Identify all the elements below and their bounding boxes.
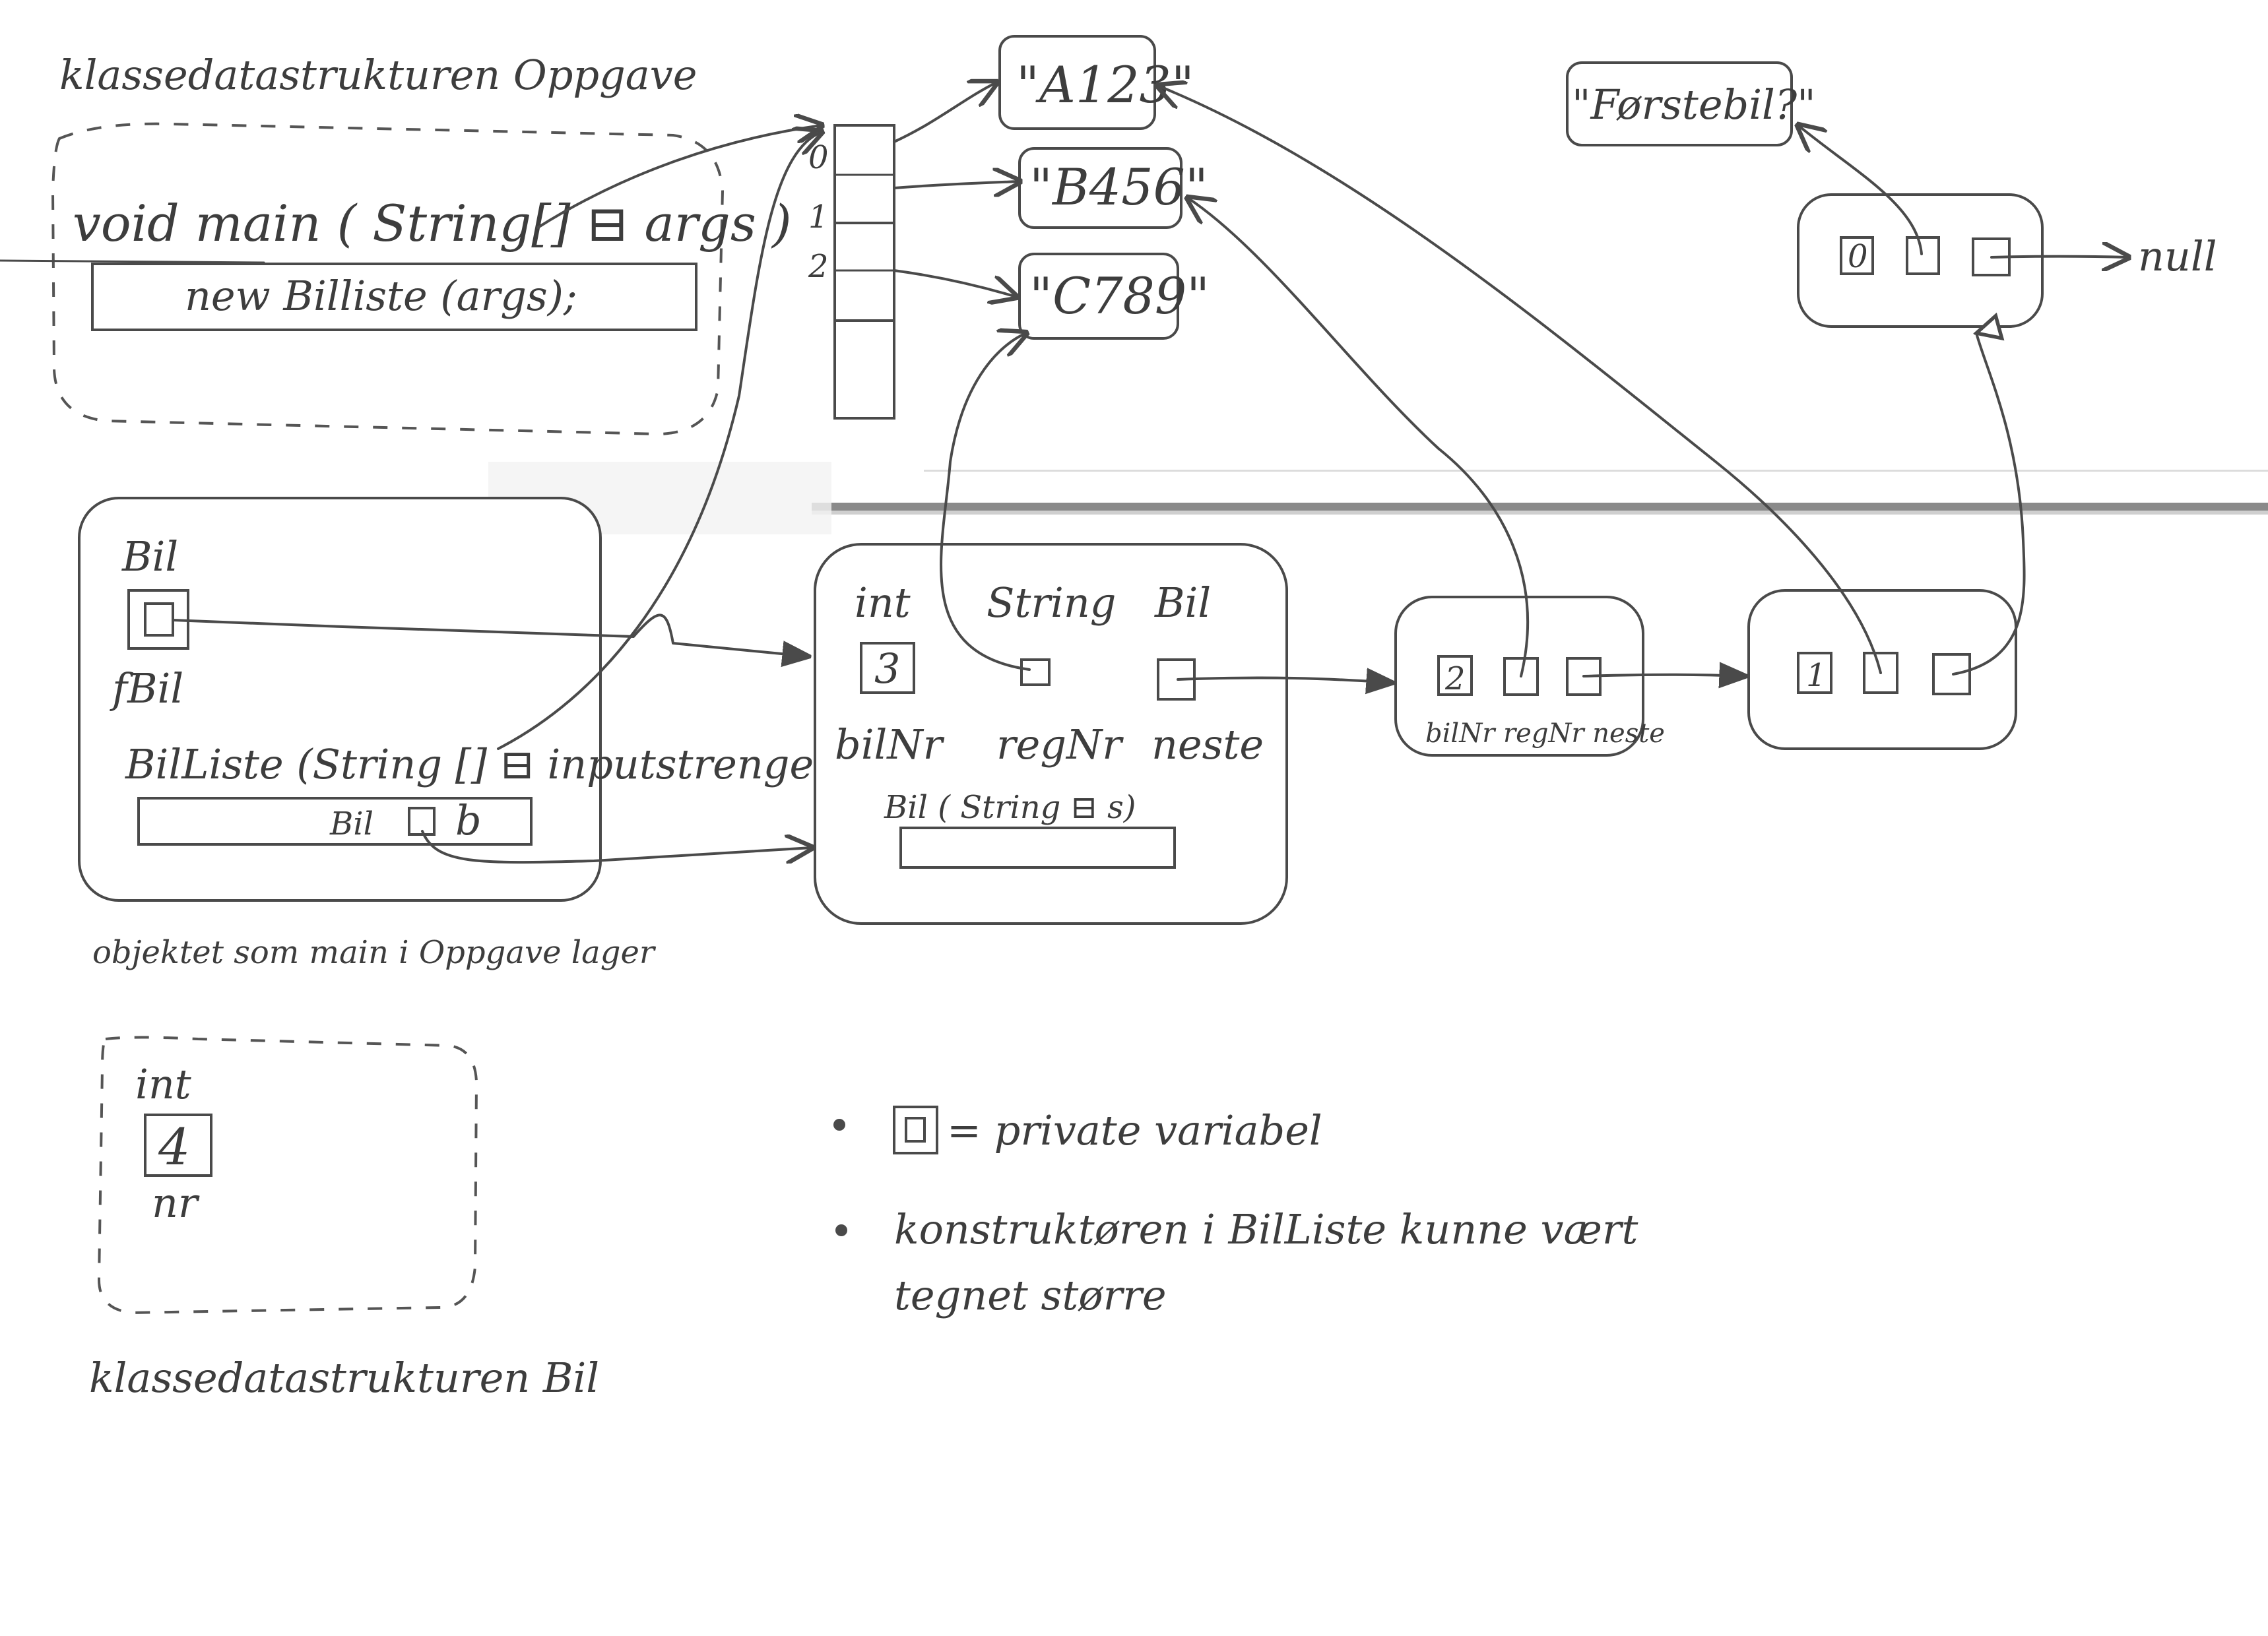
- bil-object-3: int String Bil 3 bilNr regNr neste Bil (…: [814, 543, 1288, 925]
- string-forstebil: "Førstebil?": [1566, 61, 1816, 146]
- billiste-local-name: b: [455, 796, 482, 844]
- main-method-signature: void main ( String[] ⊟ args ): [73, 194, 792, 253]
- string-forstebil-label: "Førstebil?": [1572, 80, 1816, 129]
- bil-class-nr-cell: [144, 1114, 212, 1177]
- arrow-array0-to-a123: [893, 82, 996, 143]
- constructor-note-line1: konstruktøren i BilListe kunne vært: [894, 1205, 1638, 1253]
- args-index-0: 0: [808, 139, 829, 176]
- arrow-bil0-regnr-to-forstebil: [1798, 125, 1923, 255]
- string-a123: "A123": [998, 35, 1194, 130]
- private-legend-text: = private variabel: [947, 1106, 1322, 1154]
- bil3-regnr-cell: [1020, 658, 1051, 686]
- bil0-regnr-cell: [1906, 236, 1940, 275]
- args-array: 0 1 2: [808, 124, 895, 420]
- bil-object-2: 2 bilNr regNr neste: [1394, 596, 1665, 757]
- bil1-bilnr-value: 1: [1806, 657, 1827, 694]
- args-index-2: 2: [808, 248, 829, 285]
- constructor-note-line2: tegnet større: [894, 1271, 1167, 1319]
- bil-class-value: 4: [158, 1117, 190, 1176]
- arrow-inputstrenger-to-array: [497, 132, 822, 750]
- string-c789: "C789": [1018, 253, 1210, 340]
- arrow-bil2-neste-to-bil1: [1582, 675, 1745, 676]
- arrow-bil2-regnr-to-b456: [1188, 198, 1530, 677]
- billiste-caption: objektet som main i Oppgave lager: [92, 934, 657, 971]
- billiste-field-type: Bil: [121, 532, 178, 581]
- bil3-type-int: int: [855, 579, 911, 627]
- billiste-local-type: Bil: [329, 805, 373, 842]
- bil3-constructor-body: [899, 827, 1176, 869]
- string-b456-label: "B456": [1029, 158, 1208, 216]
- bil3-type-string: String: [987, 579, 1116, 627]
- arrow-bil3-regnr-to-c789: [940, 333, 1029, 671]
- bil-object-1: 1: [1747, 589, 2017, 750]
- arrow-b-to-bil3: [421, 830, 812, 862]
- bil3-name-regnr: regNr: [996, 720, 1124, 769]
- bil3-type-bil: Bil: [1154, 579, 1211, 627]
- args-index-1: 1: [808, 199, 829, 236]
- reference-arrows: [172, 82, 2128, 862]
- bil2-bilnr-value: 2: [1444, 660, 1466, 697]
- string-c789-label: "C789": [1029, 267, 1210, 325]
- scan-artifact: [488, 462, 2268, 534]
- bil3-constructor: Bil ( String ⊟ s): [884, 789, 1136, 826]
- bil-class-title: klassedatastrukturen Bil: [89, 1354, 599, 1402]
- bil3-bilnr-value: 3: [874, 645, 900, 693]
- billiste-object: Bil fBil BilListe (String [] ⊟ inputstre…: [78, 497, 849, 971]
- billiste-field-name: fBil: [110, 664, 183, 712]
- main-method-body-box: [91, 263, 697, 331]
- string-b456: "B456": [1018, 147, 1208, 229]
- bil-object-0: 0 null: [1797, 193, 2217, 328]
- bil0-bilnr-cell: [1840, 236, 1874, 275]
- notes: = private variabel konstruktøren i BilLi…: [833, 1106, 1638, 1319]
- billiste-constructor: BilListe (String [] ⊟ inputstrenger): [125, 740, 849, 788]
- arrow-bil3-neste-to-bil2: [1177, 678, 1392, 683]
- bil2-field-labels: bilNr regNr neste: [1425, 718, 1665, 749]
- arrow-array1-to-b456: [893, 181, 1020, 188]
- bil0-bilnr-value: 0: [1848, 238, 1868, 275]
- arrow-fbil-to-bil3: [172, 614, 808, 656]
- arrow-bil0-neste-to-null: [1990, 257, 2128, 258]
- main-method-body: new Billiste (args);: [185, 272, 577, 320]
- string-a123-label: "A123": [1016, 55, 1194, 114]
- class-area-oppgave: klassedatastrukturen Oppgave void main (…: [0, 51, 792, 436]
- class-area-oppgave-title: klassedatastrukturen Oppgave: [59, 51, 697, 99]
- bil3-bilnr-cell: [860, 642, 915, 694]
- bullet-1: [833, 1119, 845, 1131]
- bil3-name-neste: neste: [1151, 720, 1264, 769]
- billiste-constructor-body: [137, 797, 533, 846]
- bil3-name-bilnr: bilNr: [835, 720, 945, 769]
- arrow-array2-to-c789: [893, 269, 1016, 297]
- bil-class-type: int: [135, 1060, 191, 1108]
- arrow-bil1-regnr-to-a123: [1158, 86, 1882, 674]
- bil1-neste-cell: [1932, 653, 1971, 695]
- bullet-2: [835, 1224, 847, 1236]
- arrow-args-to-array: [536, 125, 822, 229]
- arrow-bil1-neste-to-bil0: [1952, 333, 2026, 676]
- bil2-bilnr-cell: [1437, 655, 1473, 696]
- bil1-bilnr-cell: [1797, 652, 1832, 694]
- class-area-bil: int 4 nr klassedatastrukturen Bil: [89, 1036, 599, 1402]
- null-label: null: [2138, 232, 2217, 280]
- bil-class-name: nr: [152, 1179, 200, 1227]
